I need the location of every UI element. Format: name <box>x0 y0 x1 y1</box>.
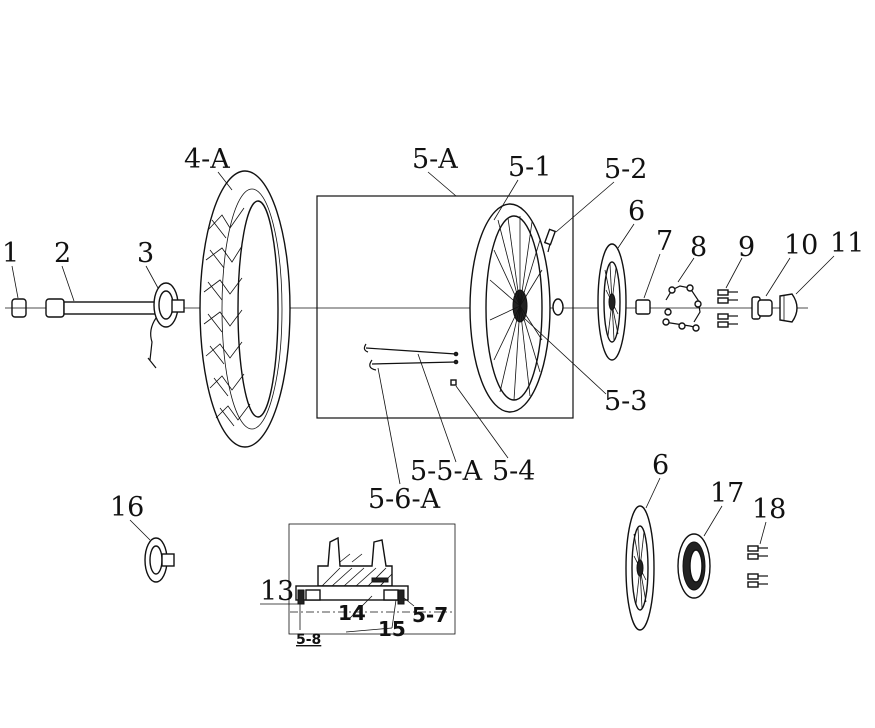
part-8-lock-plates <box>662 284 702 332</box>
leader-5a <box>427 171 457 197</box>
assembly-5a-box <box>316 195 574 419</box>
label-4a: 4-A <box>184 144 230 175</box>
part-1-nut <box>11 298 27 318</box>
label-3: 3 <box>137 238 154 269</box>
label-5-6a: 5-6-A <box>368 484 441 515</box>
part-18-bolts <box>747 545 768 588</box>
leader-10 <box>765 257 791 297</box>
part-6-brake-disc-bottom <box>625 505 655 631</box>
leader-8 <box>677 257 695 283</box>
leader-16 <box>129 519 151 541</box>
leader-15 <box>345 627 393 633</box>
part-5-6a-spoke <box>369 359 459 371</box>
leader-11 <box>795 255 835 295</box>
leader-1 <box>11 265 19 299</box>
leader-5-1 <box>493 179 519 221</box>
part-3-flange <box>147 282 185 369</box>
part-5-5a-spoke <box>363 343 459 357</box>
leader-18 <box>759 521 767 545</box>
label-5-2: 5-2 <box>604 154 647 185</box>
leader-5-4 <box>455 385 509 459</box>
label-5a: 5-A <box>412 144 458 175</box>
part-5-4-nipple <box>450 379 457 386</box>
label-2: 2 <box>54 238 71 269</box>
label-5-1: 5-1 <box>508 152 551 183</box>
leader-2 <box>61 265 75 302</box>
label-10: 10 <box>784 230 818 261</box>
axis-washer <box>552 298 564 316</box>
hub-cross-section <box>290 536 452 613</box>
leader-7 <box>643 253 661 299</box>
label-11: 11 <box>830 228 864 259</box>
label-13: 13 <box>260 576 294 607</box>
label-5-7: 5-7 <box>412 603 448 627</box>
label-16: 16 <box>110 492 144 523</box>
hub-section-box <box>288 523 456 635</box>
leader-5-5a <box>417 353 457 463</box>
label-17: 17 <box>710 478 744 509</box>
part-5-2-valve <box>543 228 557 253</box>
part-5-1-rim <box>469 203 551 413</box>
leader-5-6a <box>377 367 401 485</box>
label-9: 9 <box>738 232 755 263</box>
leader-5-7 <box>403 597 415 607</box>
leader-4a <box>217 171 233 191</box>
label-7: 7 <box>656 226 673 257</box>
part-17-flange <box>677 533 711 599</box>
leader-5-2 <box>555 181 615 233</box>
leader-17 <box>703 505 723 537</box>
leader-5-3 <box>523 317 607 395</box>
leader-6-top <box>617 223 635 249</box>
label-6-bottom: 6 <box>652 450 669 481</box>
leader-6-bottom <box>645 477 661 509</box>
part-10-flange-nut <box>751 296 773 320</box>
label-5-3: 5-3 <box>604 386 647 417</box>
part-7-spacer <box>635 299 651 315</box>
part-6-brake-disc-top <box>597 243 627 361</box>
leader-14 <box>349 595 373 619</box>
part-2-axle <box>45 298 157 318</box>
leader-3 <box>145 265 159 289</box>
leader-9 <box>725 257 743 289</box>
label-5-8: 5-8 <box>296 632 321 648</box>
label-14: 14 <box>338 601 366 625</box>
part-16-flange <box>144 537 175 583</box>
label-18: 18 <box>752 494 786 525</box>
label-5-4: 5-4 <box>492 456 535 487</box>
leader-15b <box>391 599 397 629</box>
label-15: 15 <box>378 617 406 641</box>
label-1: 1 <box>2 238 19 269</box>
label-5-5a: 5-5-A <box>410 456 483 487</box>
part-11-cap-nut <box>779 293 798 323</box>
label-6-top: 6 <box>628 196 645 227</box>
label-8: 8 <box>690 232 707 263</box>
part-4a-tire <box>199 170 291 448</box>
part-9-bolts <box>717 289 738 328</box>
